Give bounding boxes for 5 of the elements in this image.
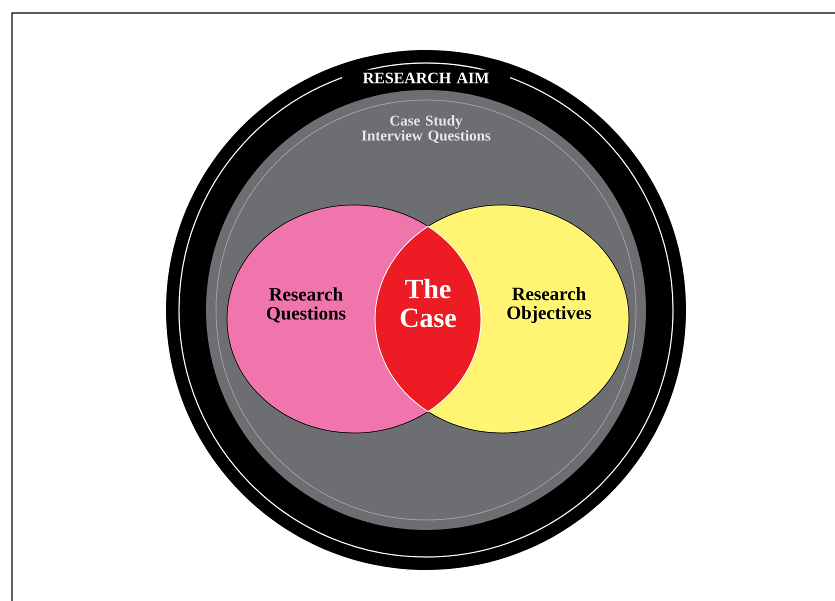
ring-title: RESEARCH AIM [342,70,510,86]
circle-heading: Case Study Interview Questions [362,115,490,143]
overlap-label: The Case [400,278,456,328]
circle-label: Research Questions [266,287,346,323]
circle-label: Research Objectives [507,286,592,324]
